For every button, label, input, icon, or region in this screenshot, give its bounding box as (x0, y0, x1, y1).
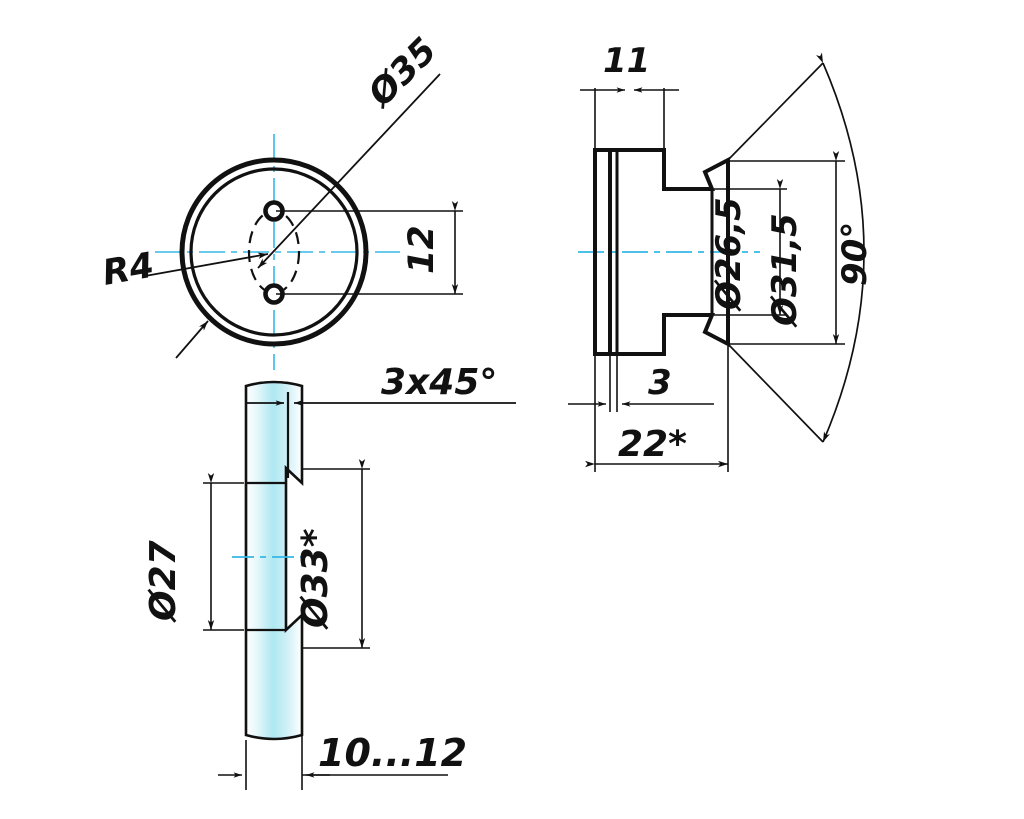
angle-leg-lower (727, 343, 824, 443)
radius-leader-line-2 (175, 320, 209, 359)
bottom-bore-diameter-label: Ø27 (143, 540, 184, 623)
bottom-section-view: 3x45° Ø27 Ø33* 10...12 (143, 362, 516, 790)
hole-pitch-dimension (276, 201, 463, 295)
bore-diameter-dimension (203, 473, 244, 631)
total-length-dimension (585, 346, 729, 472)
bottom-outer-diameter-label: Ø33* (295, 528, 336, 630)
width-dimension (580, 87, 679, 148)
side-outer-diameter-label: Ø31,5 (765, 213, 805, 328)
bottom-chamfer-label: 3x45° (381, 362, 497, 403)
front-radius-label: R4 (100, 246, 157, 294)
front-view: Ø35 R4 12 (100, 31, 463, 370)
radius-leader-line (144, 252, 269, 277)
angle-dimension (727, 52, 865, 443)
diameter-leader-line (257, 73, 441, 269)
front-diameter-label: Ø35 (360, 31, 445, 116)
outer-diameter-dimension (303, 459, 370, 649)
angle-leg-upper (727, 62, 824, 161)
side-total-length-label: 22* (618, 424, 687, 465)
inner-diameter-dimension (714, 179, 787, 316)
angle-arc (816, 52, 865, 443)
bottom-thickness-label: 10...12 (318, 731, 467, 775)
inner-circle (189, 167, 359, 337)
side-step-label: 3 (648, 363, 672, 403)
hole-pitch-label: 12 (402, 225, 442, 274)
side-inner-diameter-label: Ø26,5 (709, 197, 749, 312)
side-width-label: 11 (603, 41, 650, 81)
front-view-centerlines (155, 134, 400, 370)
bottom-profile-body (244, 380, 304, 741)
step-dimension (568, 356, 714, 412)
thickness-dimension (218, 733, 448, 790)
outer-circle (179, 157, 369, 347)
side-angle-label: 90° (835, 222, 875, 286)
side-section-view: 11 Ø26,5 Ø31,5 90° 3 (568, 41, 875, 472)
